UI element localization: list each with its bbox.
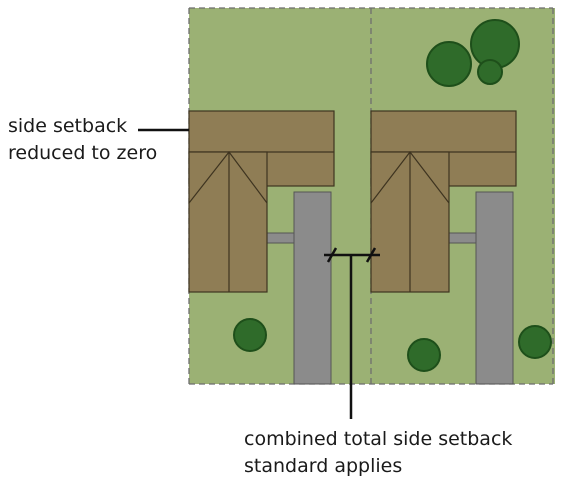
label-side-setback: side setback [8, 115, 128, 137]
dimension-tick-left [326, 247, 338, 263]
house-right [370, 110, 517, 293]
driveway-left [293, 191, 332, 385]
tree-cluster-top-right [426, 19, 520, 87]
house-left-wing [188, 151, 268, 293]
tree-icon [518, 325, 552, 359]
dimension-tick-right [365, 247, 377, 263]
label-reduced-to-zero: reduced to zero [8, 142, 158, 164]
house-right-connector [447, 232, 479, 244]
tree-icon [426, 41, 472, 87]
dimension-combined-setback [324, 247, 380, 419]
lot-lines [188, 7, 554, 385]
label-standard-applies: standard applies [244, 455, 403, 477]
label-combined-total: combined total side setback [244, 428, 513, 450]
tree-icon [233, 318, 267, 352]
tree-icon [407, 338, 441, 372]
house-left-connector [264, 232, 298, 244]
driveway-right [475, 191, 514, 385]
house-left [188, 110, 335, 293]
tree-icon [477, 59, 503, 85]
